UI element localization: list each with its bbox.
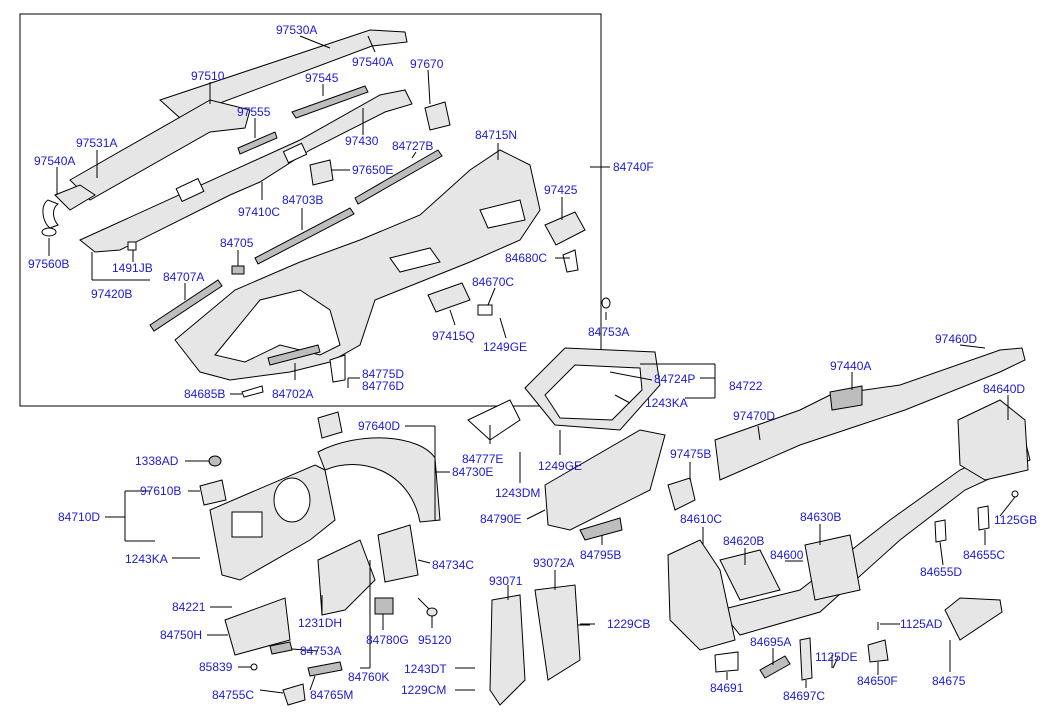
label-84753A-bot: 84753A (300, 644, 341, 658)
label-84675: 84675 (932, 674, 966, 688)
label-97415Q: 97415Q (432, 329, 475, 343)
label-1338AD: 1338AD (135, 454, 179, 468)
label-97560B: 97560B (28, 257, 69, 271)
label-1243KA-a: 1243KA (645, 396, 688, 410)
label-84697C: 84697C (783, 689, 825, 703)
label-97650E: 97650E (352, 163, 393, 177)
label-95120: 95120 (418, 633, 452, 647)
label-84753A-top: 84753A (588, 325, 629, 339)
label-1125AD: 1125AD (900, 617, 943, 631)
label-84655D: 84655D (920, 565, 962, 579)
label-97540A-left: 97540A (34, 154, 75, 168)
label-84600: 84600 (770, 548, 804, 562)
label-84695A: 84695A (750, 635, 791, 649)
label-1231DH: 1231DH (298, 616, 342, 630)
label-97470D: 97470D (733, 409, 775, 423)
label-84777E: 84777E (462, 452, 503, 466)
label-97430: 97430 (345, 134, 379, 148)
label-84710D: 84710D (58, 510, 100, 524)
label-84620B: 84620B (723, 534, 764, 548)
label-93071: 93071 (489, 574, 523, 588)
middle-drawing (463, 297, 666, 706)
label-84775D: 84775D (362, 367, 404, 381)
label-84755C: 84755C (212, 688, 254, 702)
label-84795B: 84795B (580, 548, 621, 562)
label-97510: 97510 (191, 69, 225, 83)
label-1249GE-b: 1249GE (538, 459, 582, 473)
label-84703B: 84703B (282, 193, 323, 207)
label-97610B: 97610B (140, 484, 181, 498)
label-84790E: 84790E (480, 512, 521, 526)
label-84724P: 84724P (654, 372, 695, 386)
label-84221: 84221 (172, 600, 206, 614)
label-97540A-top: 97540A (352, 55, 393, 69)
leader-lines (48, 35, 1016, 694)
label-84680C: 84680C (505, 251, 547, 265)
label-97555: 97555 (237, 105, 271, 119)
label-97460D: 97460D (935, 332, 977, 346)
label-1243KA-b: 1243KA (125, 552, 168, 566)
upper-assembly-drawing (41, 29, 586, 398)
label-97531A: 97531A (76, 136, 117, 150)
label-84630B: 84630B (800, 510, 841, 524)
label-84740F: 84740F (613, 160, 654, 174)
label-84730E: 84730E (452, 465, 493, 479)
label-1243DM: 1243DM (495, 486, 540, 500)
label-97670: 97670 (410, 57, 444, 71)
label-97475B: 97475B (670, 447, 711, 461)
label-84691: 84691 (710, 681, 744, 695)
lower-left-drawing (199, 411, 441, 706)
label-84655C: 84655C (963, 548, 1005, 562)
label-1249GE-a: 1249GE (483, 340, 527, 354)
label-97420B: 97420B (91, 287, 132, 301)
label-1229CM: 1229CM (401, 683, 446, 697)
label-84702A: 84702A (272, 387, 313, 401)
upper-group-frame (19, 13, 602, 407)
label-97640D: 97640D (358, 419, 400, 433)
label-84650F: 84650F (857, 674, 898, 688)
label-84760K: 84760K (348, 670, 389, 684)
label-1125GB: 1125GB (994, 513, 1037, 527)
label-1229CB: 1229CB (607, 617, 650, 631)
label-97410C: 97410C (238, 205, 280, 219)
label-1125DE: 1125DE (815, 650, 857, 664)
label-85839: 85839 (199, 660, 233, 674)
label-84734C: 84734C (432, 558, 474, 572)
label-84727B: 84727B (392, 139, 433, 153)
label-84722: 84722 (729, 379, 763, 393)
label-84750H: 84750H (160, 628, 202, 642)
label-97440A: 97440A (830, 359, 871, 373)
right-side-drawing (667, 347, 1031, 681)
label-84685B: 84685B (184, 387, 225, 401)
label-1491JB: 1491JB (112, 261, 153, 275)
label-84707A: 84707A (163, 270, 204, 284)
label-84640D: 84640D (983, 382, 1025, 396)
label-97425: 97425 (544, 183, 578, 197)
label-84610C: 84610C (680, 512, 722, 526)
label-84765M: 84765M (310, 688, 353, 702)
label-84705: 84705 (220, 236, 254, 250)
label-97530A: 97530A (276, 23, 317, 37)
label-84715N: 84715N (475, 128, 517, 142)
part-labels: 97530A 97540A 97510 97545 97670 97555 97… (28, 23, 1037, 703)
label-93072A: 93072A (533, 556, 574, 570)
label-84780G: 84780G (366, 633, 409, 647)
label-84776D: 84776D (362, 379, 404, 393)
label-97545: 97545 (305, 71, 339, 85)
label-1243DT: 1243DT (404, 662, 447, 676)
label-84670C: 84670C (472, 275, 514, 289)
